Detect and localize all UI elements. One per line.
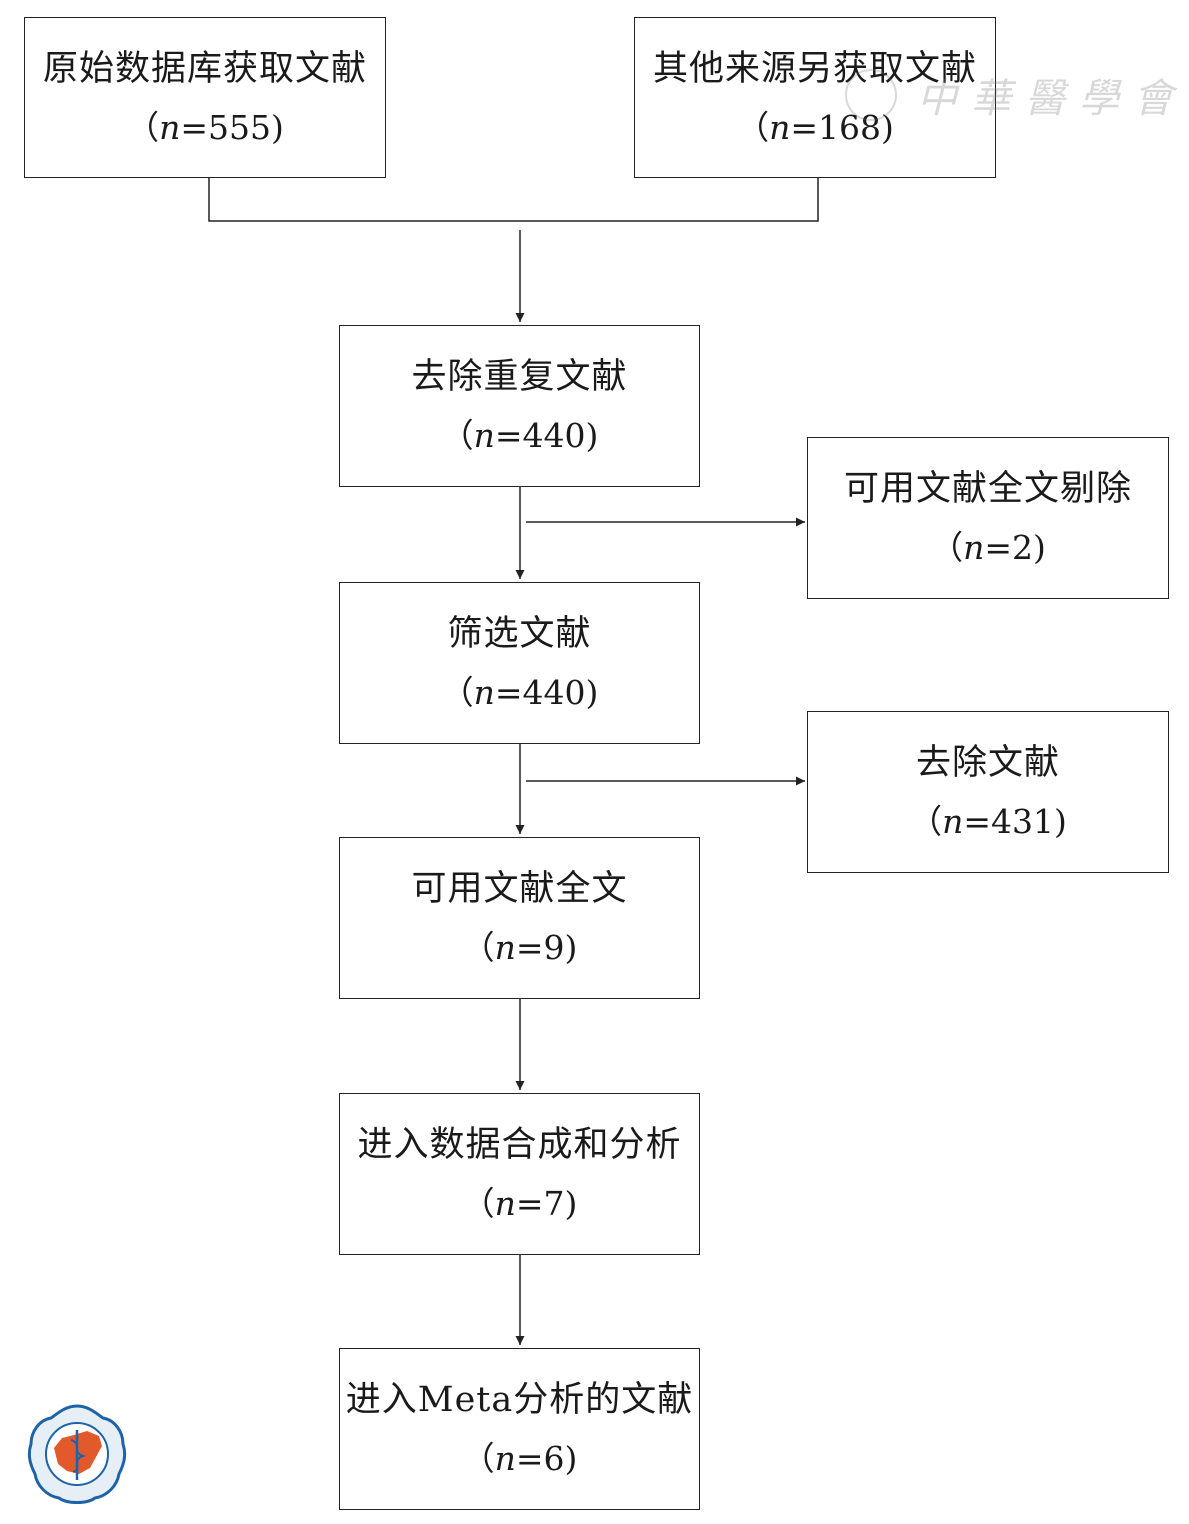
box-count: （n=6) <box>461 1439 578 1479</box>
association-logo-icon <box>27 1404 127 1504</box>
box-title: 进入Meta分析的文献 <box>345 1380 694 1421</box>
box-title: 可用文献全文 <box>411 869 628 910</box>
box-count: （n=168) <box>736 107 894 147</box>
watermark-seal-icon <box>845 69 897 121</box>
box-remove-duplicates: 去除重复文献 （n=440) <box>339 325 700 487</box>
box-fulltext-available: 可用文献全文 （n=9) <box>339 837 700 999</box>
box-count: （n=2) <box>930 528 1046 568</box>
box-count: （n=431) <box>909 802 1067 842</box>
box-fulltext-excluded: 可用文献全文剔除 （n=2) <box>807 437 1169 599</box>
box-count: （n=7) <box>461 1184 578 1224</box>
box-title: 进入数据合成和分析 <box>357 1125 682 1166</box>
box-count: （n=9) <box>461 928 578 968</box>
box-meta-analysis: 进入Meta分析的文献 （n=6) <box>339 1348 700 1510</box>
watermark: 中華醫學會 <box>845 66 1187 124</box>
box-screened: 筛选文献 （n=440) <box>339 582 700 744</box>
box-title: 去除重复文献 <box>411 357 628 398</box>
box-database-records: 原始数据库获取文献 （n=555) <box>24 17 386 178</box>
box-count: （n=440) <box>440 673 599 713</box>
watermark-text: 中華醫學會 <box>917 76 1187 122</box>
merge-connector <box>208 178 819 222</box>
box-other-sources: 其他来源另获取文献 （n=168) <box>634 17 996 178</box>
box-title: 去除文献 <box>915 743 1060 784</box>
box-count: （n=555) <box>126 107 284 147</box>
box-title: 原始数据库获取文献 <box>42 48 367 89</box>
box-title: 筛选文献 <box>447 614 592 655</box>
box-count: （n=440) <box>440 416 599 456</box>
box-removed: 去除文献 （n=431) <box>807 711 1169 873</box>
box-data-synthesis: 进入数据合成和分析 （n=7) <box>339 1093 700 1255</box>
box-title: 其他来源另获取文献 <box>652 48 977 89</box>
box-title: 可用文献全文剔除 <box>843 469 1132 510</box>
